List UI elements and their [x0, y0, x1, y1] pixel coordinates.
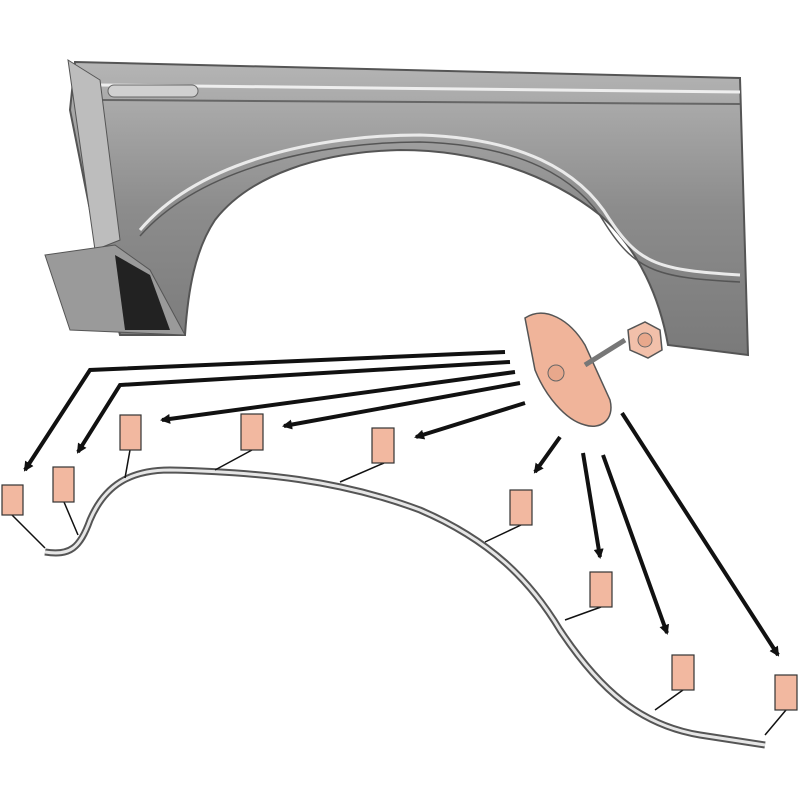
clip-marker — [509, 489, 533, 526]
clip-markers — [1, 413, 798, 711]
clip-marker — [240, 413, 264, 451]
fender-panel — [44, 59, 750, 357]
clip-marker — [589, 571, 613, 608]
arrow — [581, 452, 604, 559]
clip-part — [524, 312, 663, 427]
arrow — [282, 381, 521, 430]
arrow — [160, 370, 516, 424]
arrow — [620, 411, 780, 657]
clip-marker — [1, 484, 24, 516]
clip-marker — [52, 466, 75, 503]
arrow — [601, 454, 669, 635]
arrows — [23, 350, 780, 657]
clip-marker — [119, 414, 142, 451]
arrow — [533, 435, 562, 474]
clip-marker — [371, 427, 395, 464]
wheel-molding — [44, 466, 766, 749]
clip-marker — [671, 654, 695, 691]
arrow — [414, 401, 526, 440]
clip-marker — [774, 674, 798, 711]
arrow — [23, 350, 506, 472]
arrow — [76, 360, 511, 454]
clip-leader-lines — [11, 449, 787, 736]
